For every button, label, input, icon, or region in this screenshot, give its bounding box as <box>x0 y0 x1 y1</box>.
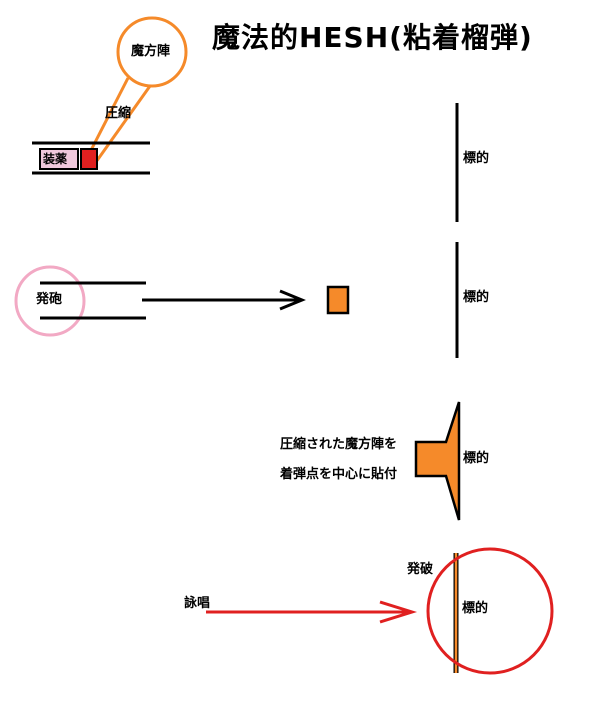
magic-circle-label: 魔方陣 <box>131 44 171 59</box>
fire-bubble <box>14 265 86 337</box>
detonation-circle <box>426 547 554 675</box>
diagram-title: 魔法的HESH(粘着榴弾) <box>212 21 533 54</box>
target-3-label: 標的 <box>463 451 490 466</box>
compress-label: 圧縮 <box>105 106 132 121</box>
detonate-label: 発破 <box>407 562 434 577</box>
chant-label: 詠唱 <box>184 596 211 611</box>
target-1-label: 標的 <box>463 151 490 166</box>
charge-block <box>39 148 79 170</box>
flight-arrow-head <box>279 289 306 311</box>
target-4-label: 標的 <box>462 601 489 616</box>
target-2-label: 標的 <box>463 290 490 305</box>
compressed-magic-circle <box>80 148 98 170</box>
magic-circle-pointer-line-right <box>94 85 152 163</box>
attach-label-line-2: 着弾点を中心に貼付 <box>280 467 398 482</box>
chant-arrow-head <box>379 600 418 624</box>
attach-label-line-1: 圧縮された魔方陣を <box>280 437 398 452</box>
squashed-shell <box>414 401 461 521</box>
charge-label: 装薬 <box>43 152 68 166</box>
magic-circle-bubble <box>116 16 188 88</box>
fire-label: 発砲 <box>36 292 63 307</box>
shell-in-flight <box>326 285 350 315</box>
